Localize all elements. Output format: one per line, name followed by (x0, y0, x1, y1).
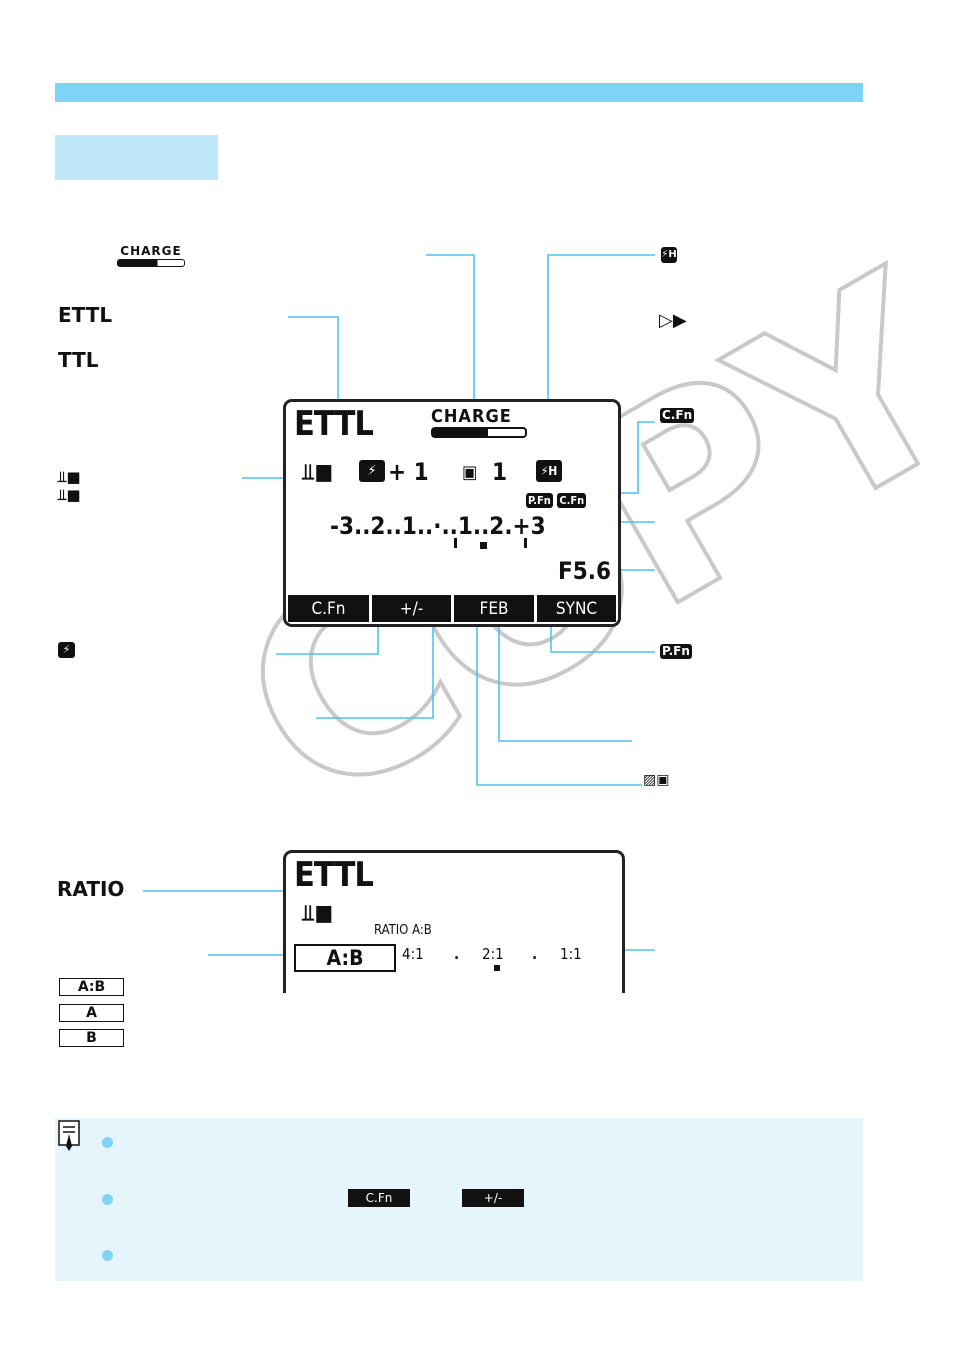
memo-icon (58, 1120, 80, 1151)
lcd2-marker (494, 965, 500, 971)
ratio-box-a: A (59, 1004, 124, 1022)
note-bullet (102, 1194, 113, 1205)
high-speed-sync-icon: ⚡H (661, 247, 677, 263)
fast-forward-icon: ▷▶ (659, 310, 687, 331)
lcd2-ratio-4-1: 4:1 (402, 945, 424, 963)
lcd-scale-tick (524, 538, 527, 548)
ratio-box-ab: A:B (59, 978, 124, 996)
lcd-fec-icon: ⚡ (359, 460, 385, 482)
lcd2-selected-ratio: A:B (294, 944, 396, 972)
lcd-feb-value: 1 (492, 458, 508, 486)
lcd-scale-tick (454, 538, 457, 548)
lcd2-dot: . (532, 945, 538, 963)
lcd-mode: ETTL (294, 404, 374, 444)
note-bullet (102, 1137, 113, 1148)
lcd-button-sync[interactable]: SYNC (537, 595, 616, 622)
wireless-master-icon: ⫫■ (58, 468, 81, 486)
lcd2-wireless-icon: ⫫■ (302, 901, 334, 926)
lcd-hss-icon: ⚡H (536, 460, 562, 482)
lcd-pfn-chip: P.Fn (526, 493, 553, 508)
charge-icon: CHARGE (117, 244, 185, 267)
lcd-aperture: F5.6 (558, 557, 612, 585)
lcd-cfn-chip: C.Fn (557, 493, 587, 508)
lcd-exposure-scale: -3..2..1..·..1..2.+3 (330, 512, 546, 540)
section-tab (55, 135, 218, 180)
lcd2-mode: ETTL (294, 855, 374, 895)
lcd-fn-chips: P.Fn C.Fn (526, 489, 587, 508)
header-bar (55, 83, 863, 102)
lcd-wireless-icon: ⫫■ (302, 460, 334, 485)
wireless-slave-icon: ⫫■ (58, 486, 81, 504)
lcd2-ratio-label: RATIO A:B (374, 923, 432, 938)
note-pm-button: +/- (462, 1189, 524, 1207)
wireless-icons: ⫫■ ⫫■ (58, 468, 81, 504)
feb-icon: ▨▣ (643, 772, 670, 788)
lcd-charge-indicator: CHARGE (431, 406, 527, 438)
lcd-scale-marker (480, 542, 487, 549)
label-ettl: ETTL (58, 303, 113, 327)
ratio-box-b: B (59, 1029, 124, 1047)
lcd-button-feb[interactable]: FEB (454, 595, 534, 622)
lcd2-ratio-2-1: 2:1 (482, 945, 504, 963)
fec-icon: ⚡ (58, 642, 75, 658)
lcd-button-cfn[interactable]: C.Fn (288, 595, 369, 622)
label-ratio: RATIO (57, 877, 125, 901)
label-ttl: TTL (58, 348, 99, 372)
lcd2-ratio-1-1: 1:1 (560, 945, 582, 963)
cfn-icon: C.Fn (660, 408, 695, 423)
lcd-button-fec[interactable]: +/- (372, 595, 451, 622)
lcd2-dot: . (454, 945, 460, 963)
pfn-icon: P.Fn (660, 644, 692, 659)
note-bullet (102, 1250, 113, 1261)
lcd-fec-value: + 1 (388, 458, 429, 486)
lcd-feb-icon: ▣ (462, 462, 478, 483)
note-box (55, 1118, 863, 1281)
lcd-panel-main: ETTL CHARGE ⫫■ ⚡ + 1 ▣ 1 ⚡H P.Fn C.Fn -3… (283, 399, 621, 627)
note-cfn-button: C.Fn (348, 1189, 410, 1207)
lcd-panel-ratio: ETTL ⫫■ RATIO A:B A:B 4:1 . 2:1 . 1:1 (283, 850, 625, 993)
